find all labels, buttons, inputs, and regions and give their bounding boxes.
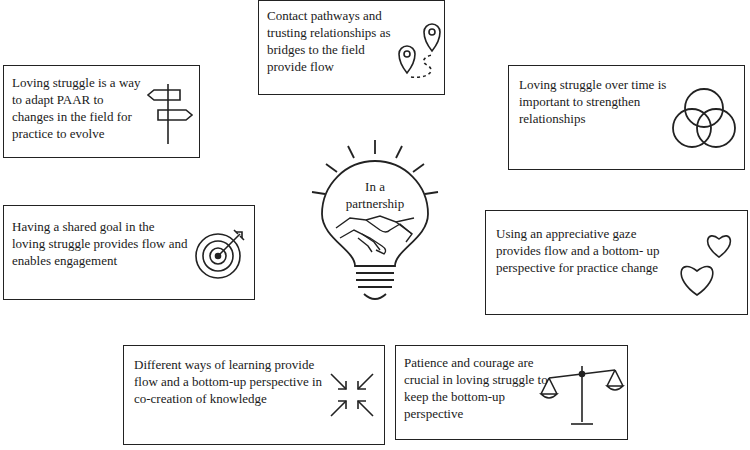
theme-text: Different ways of learning provide flow … (134, 356, 339, 407)
theme-box: Patience and courage are crucial in lovi… (395, 345, 628, 440)
theme-box: Contact pathways and trusting relationsh… (258, 0, 445, 95)
venn-icon (664, 84, 744, 158)
target-icon (192, 226, 248, 286)
theme-box: Different ways of learning provide flow … (123, 345, 385, 445)
scale-icon (539, 360, 625, 434)
hearts-icon (671, 223, 741, 307)
theme-box: Loving struggle over time is important t… (508, 65, 745, 170)
theme-text: Having a shared goal in the loving strug… (12, 218, 188, 269)
theme-text: Patience and courage are crucial in lovi… (404, 354, 549, 422)
theme-box: Loving struggle is a way to adapt PAAR t… (3, 65, 200, 158)
theme-text: Using an appreciative gaze provides flow… (496, 225, 668, 276)
theme-text: Contact pathways and trusting relationsh… (267, 7, 395, 75)
theme-text: Loving struggle over time is important t… (519, 76, 669, 127)
theme-text: Loving struggle is a way to adapt PAAR t… (12, 74, 144, 142)
lightbulb-node: In a partnership (310, 138, 440, 308)
center-label: In a partnership (345, 178, 405, 212)
pins-icon (397, 19, 447, 93)
theme-box: Using an appreciative gaze provides flow… (485, 210, 748, 315)
lightbulb-outline (310, 138, 440, 308)
arrows-icon (327, 370, 377, 424)
theme-box: Having a shared goal in the loving strug… (3, 205, 255, 300)
sign-icon (146, 78, 196, 152)
